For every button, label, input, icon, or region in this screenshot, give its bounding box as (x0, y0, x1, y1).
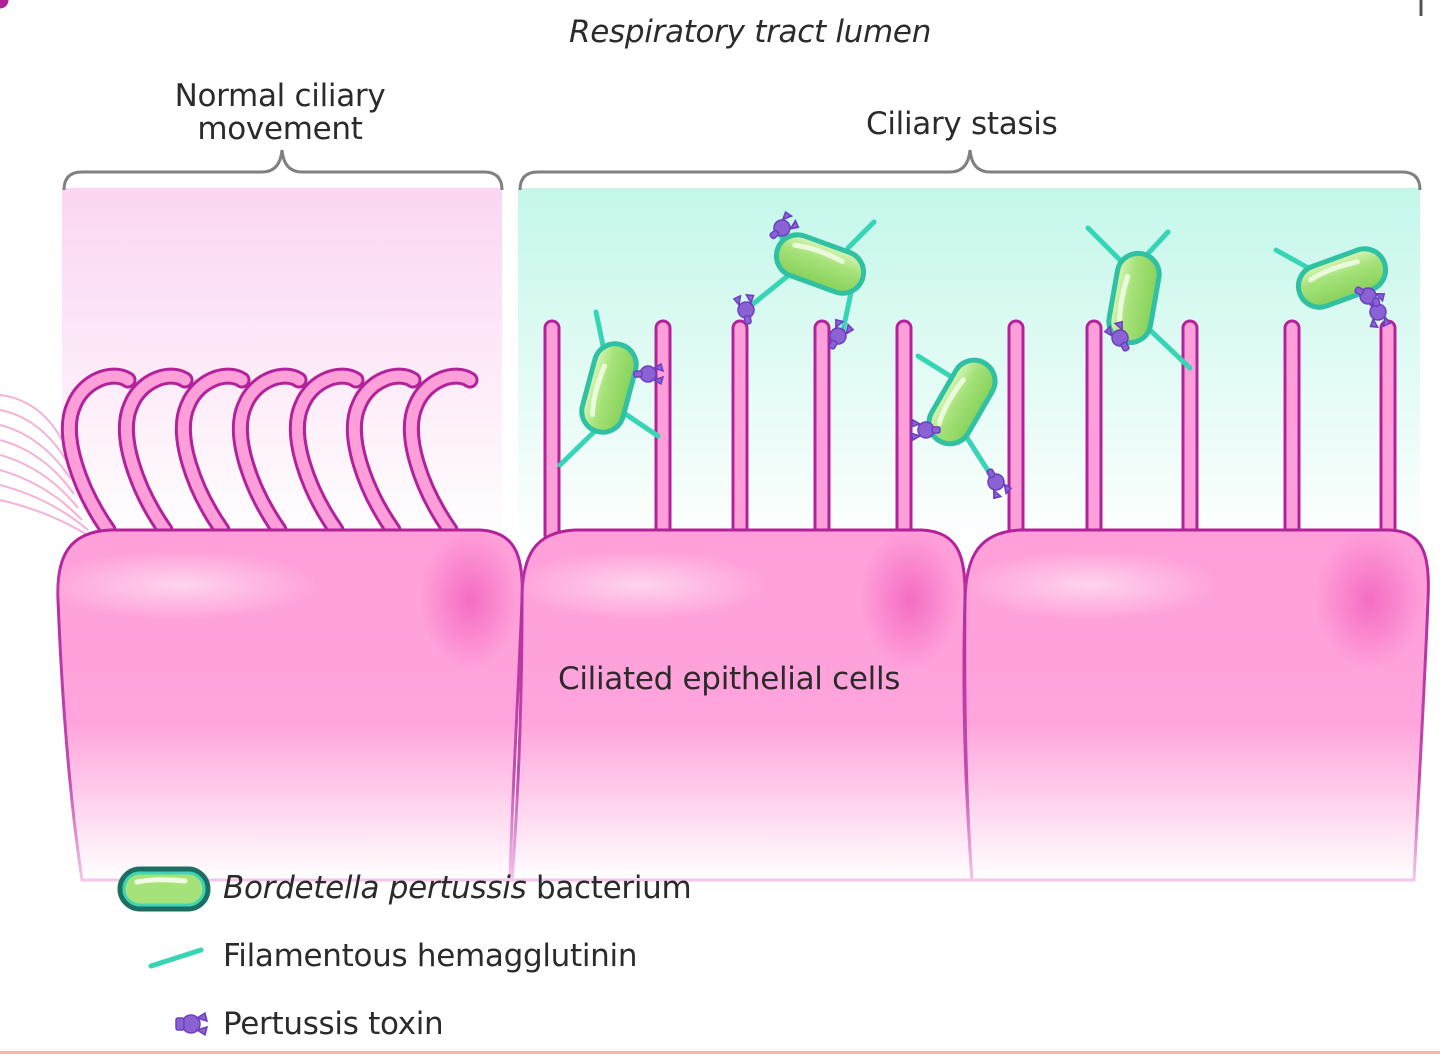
lumen-label: Respiratory tract lumen (568, 14, 932, 50)
bottom-border (0, 1051, 1440, 1054)
rod-bacterium-icon (117, 866, 211, 912)
legend-filament-label: Filamentous hemagglutinin (223, 938, 638, 974)
normal-movement-brace (62, 149, 504, 191)
epithelial-cells (40, 528, 1430, 882)
cells-label: Ciliated epithelial cells (558, 661, 901, 697)
cilia-motion-trails (0, 394, 93, 539)
bacterium (1273, 243, 1391, 330)
bacterium (732, 209, 877, 354)
toxin-molecule-icon (175, 1011, 209, 1037)
normal-cilia (0, 0, 470, 530)
legend-toxin: Pertussis toxin (115, 994, 444, 1054)
legend-toxin-label: Pertussis toxin (223, 1006, 444, 1042)
stasis-cilia (543, 319, 1397, 544)
bacterium (557, 309, 664, 468)
bacteria-group (557, 209, 1391, 501)
legend-filament: Filamentous hemagglutinin (115, 926, 638, 986)
legend-species-name: Bordetella pertussis (223, 870, 527, 906)
normal-movement-label: Normal ciliary movement (174, 78, 386, 147)
ciliary-stasis-label: Ciliary stasis (866, 106, 1058, 142)
legend-bacterium-suffix: bacterium (526, 870, 692, 906)
ciliary-stasis-brace (518, 149, 1422, 191)
legend-bacterium-label: Bordetella pertussis bacterium (223, 870, 692, 906)
bacterium (1085, 225, 1193, 371)
bacterium (910, 353, 1013, 501)
legend-bacterium: Bordetella pertussis bacterium (115, 858, 692, 918)
filament-icon (148, 947, 204, 969)
